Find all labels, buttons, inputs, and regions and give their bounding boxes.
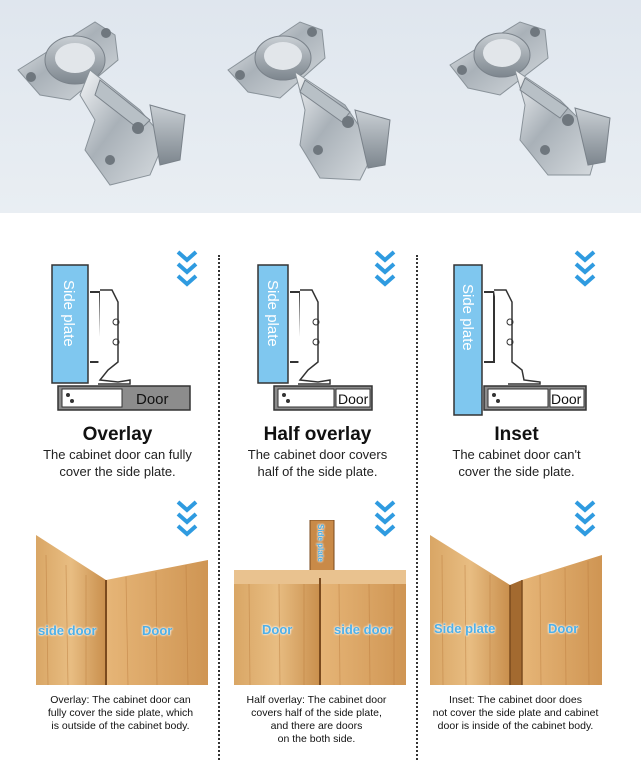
chevron-down-icon: [374, 500, 396, 537]
chevron-down-icon: [374, 250, 396, 287]
inset-wood-photo: Side plate Door: [430, 535, 602, 685]
hinge-illustrations: [17, 21, 611, 186]
wood-label-left: Door: [262, 622, 293, 637]
side-plate-label: Side plate: [264, 280, 281, 347]
half-overlay-diagram: Side plate Door: [257, 264, 373, 411]
overlay-diagram: Side plate Door: [51, 264, 191, 411]
wood-label-top: Side plate: [316, 524, 325, 562]
door-label: Door: [551, 391, 582, 407]
wood-label-right: Door: [548, 621, 579, 636]
hinge-product-photo: [0, 0, 641, 213]
side-plate-shape: [257, 264, 289, 384]
section-title: Half overlay: [263, 424, 372, 445]
half-overlay-wood-photo: Side plate Door side door: [234, 520, 406, 685]
section-description: The cabinet door covers half of the side…: [247, 447, 388, 479]
section-description: The cabinet door can't cover the side pl…: [452, 447, 581, 479]
section-caption: Inset: The cabinet door does not cover t…: [432, 694, 599, 732]
chevron-down-icon: [574, 250, 596, 287]
inset-diagram: Side plate Door: [453, 264, 587, 416]
side-plate-label: Side plate: [459, 284, 476, 351]
chevron-down-icon: [176, 500, 198, 537]
door-label: Door: [338, 391, 369, 407]
door-label: Door: [136, 391, 169, 408]
wood-label-right: Door: [142, 623, 173, 638]
section-caption: Half overlay: The cabinet door covers ha…: [246, 694, 387, 745]
chevron-down-icon: [176, 250, 198, 287]
side-plate-shape: [51, 264, 89, 384]
column-divider: [416, 255, 418, 760]
column-divider: [218, 255, 220, 760]
wood-label-left: Side plate: [434, 621, 496, 636]
overlay-wood-photo: side door Door: [36, 535, 208, 685]
section-description: The cabinet door can fully cover the sid…: [43, 447, 192, 479]
section-caption: Overlay: The cabinet door can fully cove…: [47, 694, 194, 732]
chevron-down-icon: [574, 500, 596, 537]
hinge-2-icon: [227, 21, 391, 181]
section-title: Inset: [494, 424, 539, 445]
side-plate-label: Side plate: [60, 280, 77, 347]
hinge-3-icon: [449, 21, 611, 176]
wood-label-right: side door: [334, 622, 393, 637]
hinge-1-icon: [17, 21, 186, 186]
section-title: Overlay: [82, 424, 153, 445]
wood-label-left: side door: [38, 623, 97, 638]
side-plate-shape: [453, 264, 483, 416]
